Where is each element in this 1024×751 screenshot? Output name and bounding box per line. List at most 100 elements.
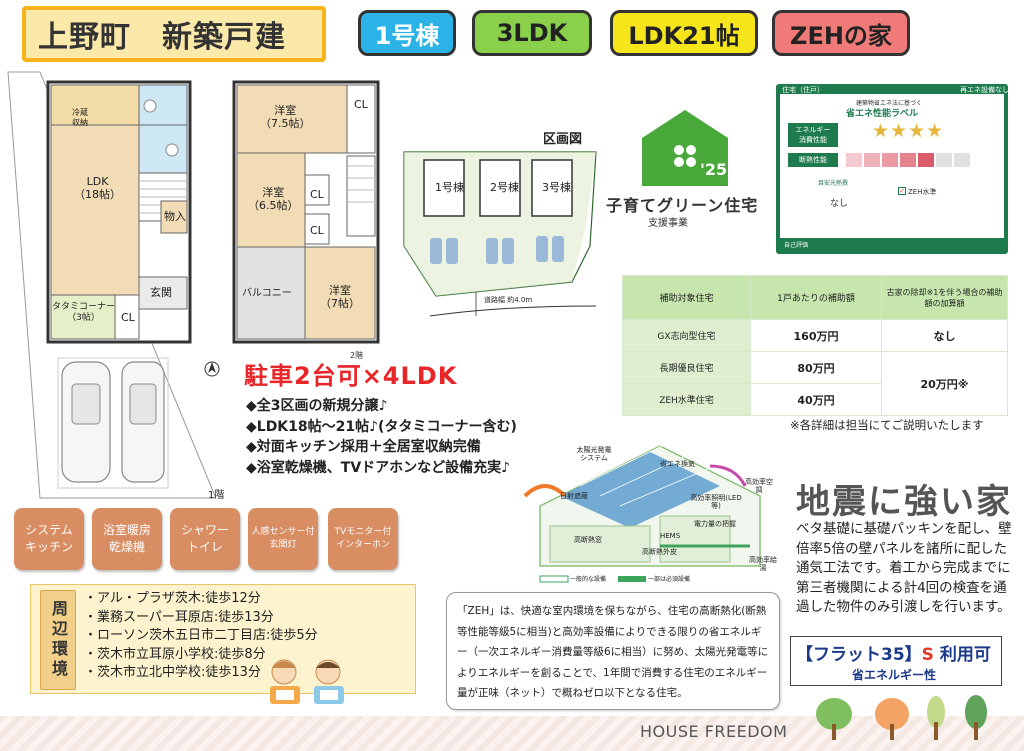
diagram-label-power: 電力量の把握 xyxy=(694,520,736,528)
room-label-tatami: タタミコーナー （3帖） xyxy=(52,302,116,323)
diagram-label-hvac: 高効率空調 xyxy=(745,478,773,495)
chip-line2: インターホン xyxy=(335,540,390,550)
room-label-western-1: 洋室 （7.5帖） xyxy=(260,104,311,131)
chip-line2: 玄関灯 xyxy=(269,540,297,550)
subsidy-type: 長期優良住宅 xyxy=(622,351,751,384)
diagram-label-shading: 日射遮蔽 xyxy=(560,492,588,500)
zeh-checkbox-icon: ✓ xyxy=(898,187,906,195)
subsidy-note: ※各詳細は担当にてご説明いたします xyxy=(790,418,984,432)
lot-label-1: 1号棟 xyxy=(435,181,464,194)
flat35-pre: 【フラット35】 xyxy=(796,645,922,665)
subsidy-type: ZEH水準住宅 xyxy=(622,383,751,416)
chip-line2: 乾燥機 xyxy=(108,540,145,554)
energy-label-row2: 断熱性能 xyxy=(788,153,838,167)
energy-label-footer: 自己評価 xyxy=(784,242,809,249)
diagram-label-water: 高効率給湯 xyxy=(749,556,777,573)
energy-label-subtitle: 建築物省エネ法に基づく xyxy=(856,100,923,107)
room-label-western-3: 洋室 （7帖） xyxy=(320,284,360,311)
section-map xyxy=(403,151,597,317)
list-item: ・ローソン茨木五日市二丁目店:徒歩5分 xyxy=(84,628,318,643)
flat35-post: 利用可 xyxy=(933,645,991,665)
section-map-title: 区画図 xyxy=(543,132,583,147)
nearby-title: 周辺環境 xyxy=(40,590,76,690)
table-row: ZEH水準住宅 40万円 xyxy=(622,383,1008,416)
floor-label-1f: 1階 xyxy=(208,490,225,501)
zeh-house-diagram xyxy=(523,441,761,583)
chip-line2: トイレ xyxy=(186,540,223,554)
list-item: ◆LDK18帖～21帖♪(タタミコーナー含む) xyxy=(246,418,517,435)
diagram-label-hems: HEMS xyxy=(660,532,681,540)
list-item: ◆対面キッチン採用＋全居室収納完備 xyxy=(246,439,481,455)
subsidy-extra: 20万円※ xyxy=(881,351,1008,416)
flat35-sub: 省エネルギー性 xyxy=(852,668,937,682)
chip-system-kitchen: システムキッチン xyxy=(14,508,84,570)
room-label-cl: CL xyxy=(121,311,135,324)
catch-copy: 駐車2台可×4LDK xyxy=(244,362,458,390)
energy-label-row3: 目安光熱費 xyxy=(818,180,849,187)
zeh-check-label: ZEH水準 xyxy=(908,188,937,196)
chip-line1: 浴室暖房 xyxy=(102,523,151,538)
diagram-label-solar: 太陽光発電システム xyxy=(576,446,612,463)
diagram-label-window: 高断熱窓 xyxy=(574,536,602,544)
room-label-cl-2f-b: CL xyxy=(310,188,324,201)
house-logo-icon xyxy=(642,110,728,186)
flat35-box xyxy=(790,636,1002,686)
nearby-box xyxy=(30,584,416,694)
room-label-cl-2f-c: CL xyxy=(310,224,324,237)
energy-label-header-right: 再エネ設備なし xyxy=(960,86,1009,94)
chip-line1: システム xyxy=(25,523,73,538)
badge-layout: 3LDK xyxy=(472,10,592,56)
subsidy-header-type: 補助対象住宅 xyxy=(622,275,751,320)
nearby-list: ・アル・プラザ茨木:徒歩12分 ・業務スーパー耳原店:徒歩13分 ・ローソン茨木… xyxy=(84,590,318,683)
children-reading-icon xyxy=(270,659,344,704)
diagram-label-shell: 高断熱外皮 xyxy=(642,548,677,556)
room-label-cl-2f-a: CL xyxy=(354,98,368,111)
lot-label-3: 3号棟 xyxy=(542,181,571,194)
star-rating: ★★★★ xyxy=(872,120,945,142)
page-title: 上野町 新築戸建 xyxy=(22,6,326,62)
subsidy-header-row: 補助対象住宅 1戸あたりの補助額 古家の除却※1を伴う場合の補助額の加算額 xyxy=(622,275,1008,320)
badge-building-number: 1号棟 xyxy=(358,10,456,56)
list-item: ・業務スーパー耳原店:徒歩13分 xyxy=(84,609,274,625)
room-label-storage: 冷蔵 収納 xyxy=(72,108,88,127)
subsidy-table: 補助対象住宅 1戸あたりの補助額 古家の除却※1を伴う場合の補助額の加算額 GX… xyxy=(622,275,1008,416)
energy-label-title: 省エネ性能ラベル xyxy=(846,109,919,119)
diagram-legend-2: 一部は必須設備 xyxy=(648,576,691,583)
green-program-year: '25 xyxy=(700,160,728,179)
chip-sensor-light: 人感センサー付玄関灯 xyxy=(248,508,318,570)
trees-icon xyxy=(816,695,987,740)
subsidy-header-extra: 古家の除却※1を伴う場合の補助額の加算額 xyxy=(881,275,1008,320)
energy-label-row1: エネルギー 消費性能 xyxy=(788,123,838,147)
flat35-main: 【フラット35】S 利用可 xyxy=(796,640,991,665)
badge-zeh: ZEHの家 xyxy=(772,10,910,56)
room-label-balcony: バルコニー xyxy=(242,288,292,299)
floor-plan-drawing xyxy=(7,71,380,499)
room-label-entrance: 玄関 xyxy=(150,286,172,299)
green-program-name: 子育てグリーン住宅 xyxy=(606,196,759,215)
chip-line1: 人感センサー付 xyxy=(251,527,315,538)
table-row: GX志向型住宅 160万円 なし xyxy=(622,319,1008,352)
chip-line1: シャワー xyxy=(180,523,229,538)
chip-line1: TVモニター付 xyxy=(334,527,392,538)
table-row: 長期優良住宅 80万円 20万円※ xyxy=(622,351,1008,416)
room-label-ldk: LDK （18帖） xyxy=(74,175,121,202)
diagram-label-led: 高効率照明(LED等) xyxy=(690,494,742,511)
badge-ldk-size: LDK21帖 xyxy=(610,10,758,56)
list-item: ◆全3区画の新規分譲♪ xyxy=(246,398,388,414)
diagram-label-ventilation: 省エネ換気 xyxy=(660,460,695,468)
footer-band xyxy=(0,716,1024,751)
chip-tv-intercom: TVモニター付インターホン xyxy=(328,508,398,570)
floor-label-2f: 2階 xyxy=(350,351,364,360)
subsidy-type: GX志向型住宅 xyxy=(622,319,751,352)
insulation-grade-bar xyxy=(846,153,970,167)
lot-label-2: 2号棟 xyxy=(490,181,519,194)
chip-bath-dryer: 浴室暖房乾燥機 xyxy=(92,508,162,570)
company-name: HOUSE FREEDOM xyxy=(640,722,788,741)
subsidy-amount: 80万円 xyxy=(750,351,882,384)
list-item: ・茨木市立耳原小学校:徒歩8分 xyxy=(84,646,266,662)
flat35-s: S xyxy=(921,645,934,665)
energy-label-nashi: なし xyxy=(830,199,849,209)
diagram-legend-1: 一般的な設備 xyxy=(570,576,607,583)
room-label-closet: 物入 xyxy=(164,210,186,223)
list-item: ・茨木市立北中学校:徒歩13分 xyxy=(84,665,261,680)
